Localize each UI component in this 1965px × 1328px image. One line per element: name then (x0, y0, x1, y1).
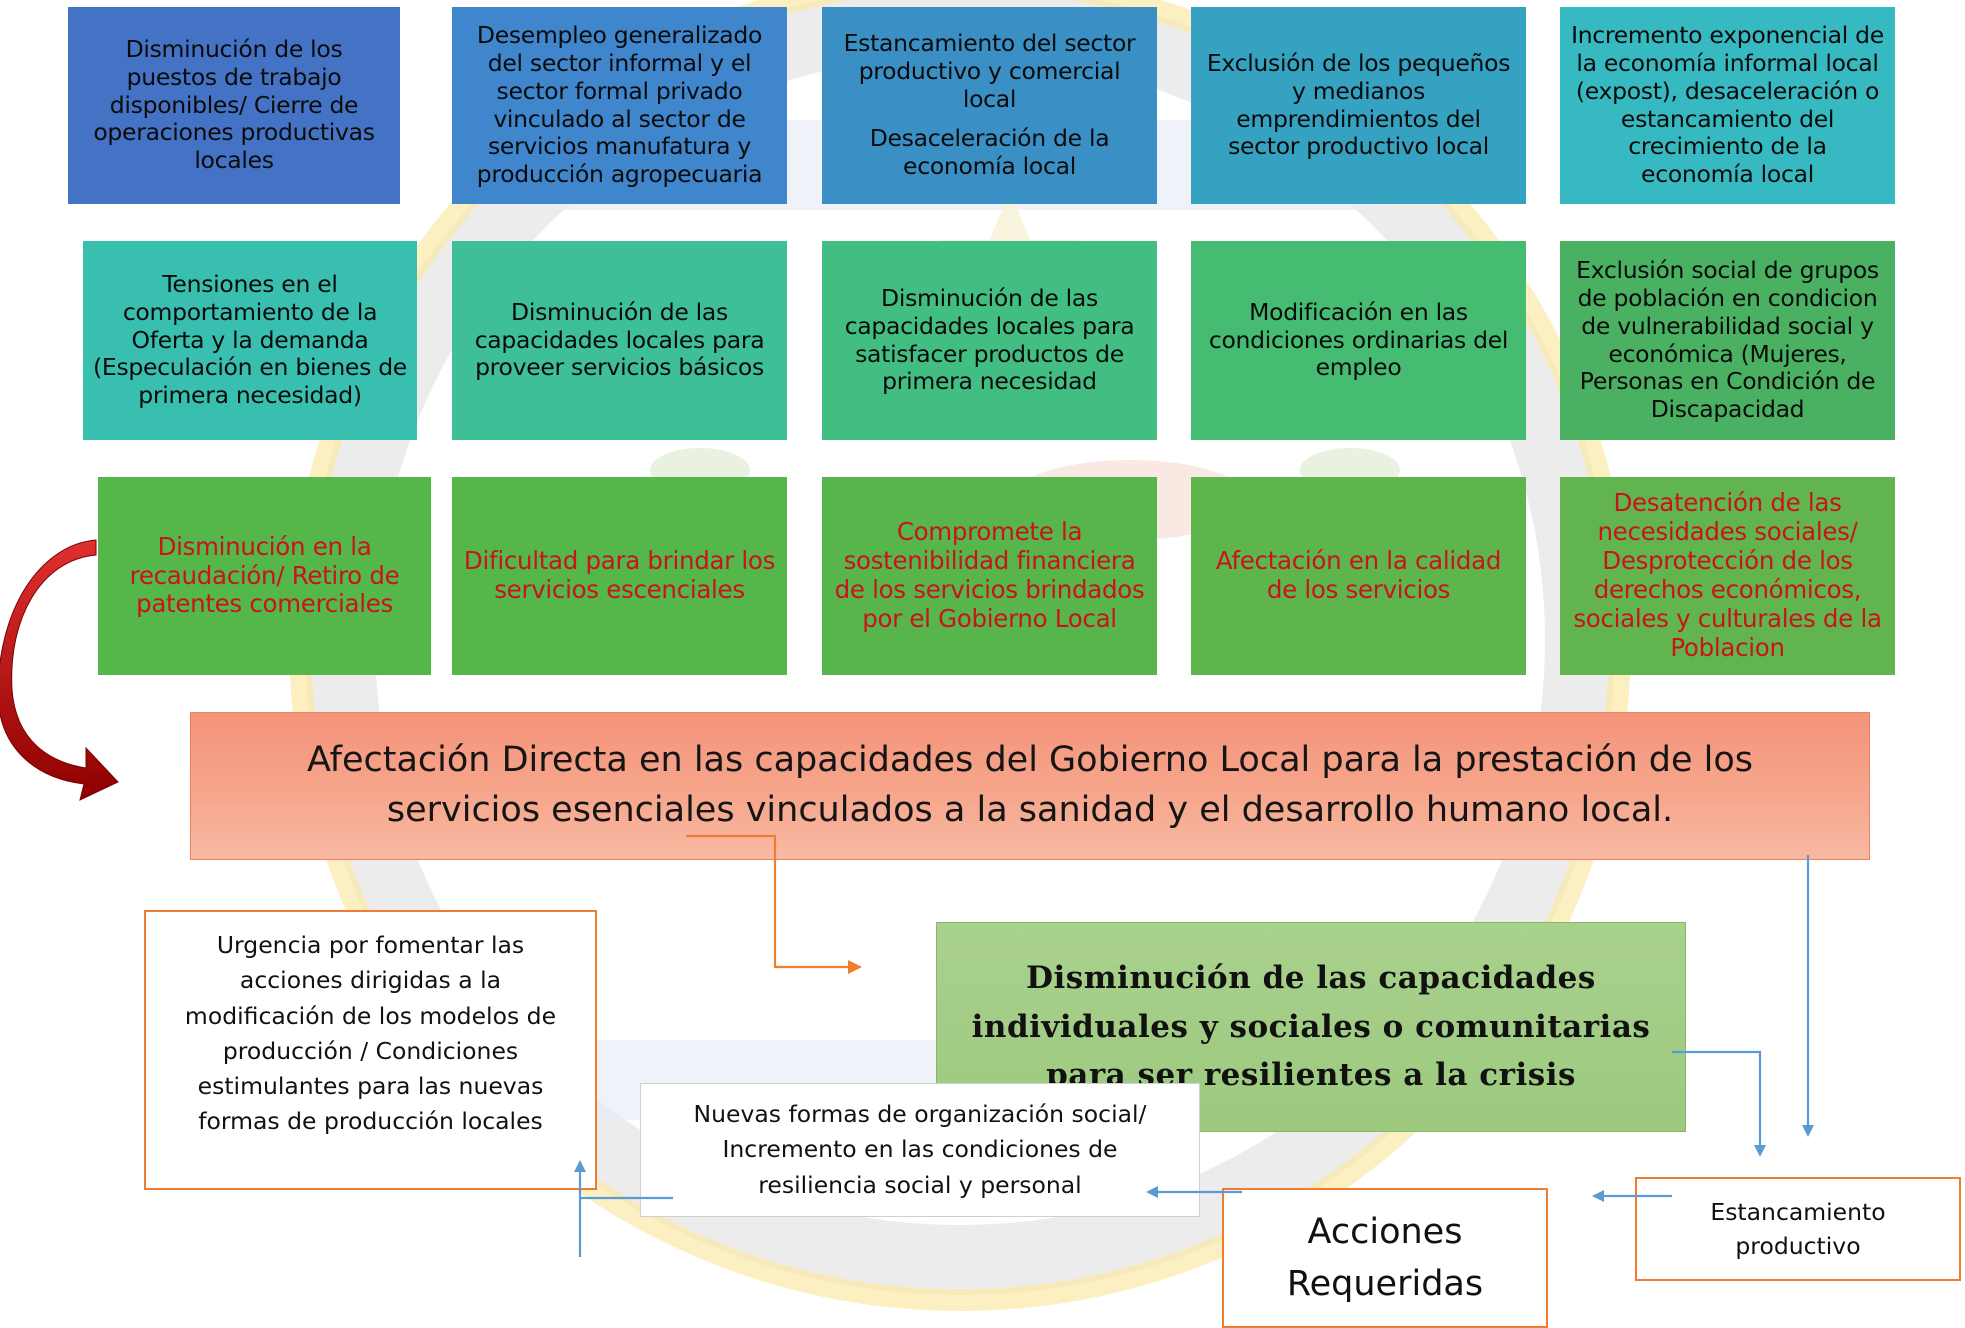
effect-text: Compromete la sostenibilidad financiera … (834, 517, 1145, 633)
effect-text: Tensiones en el comportamiento de la Ofe… (93, 270, 407, 410)
effect-box-r1c1: Disminución de los puestos de trabajo di… (68, 7, 400, 204)
effect-text: Desempleo generalizado del sector inform… (476, 21, 763, 188)
blue-arrow-resilience-right (1672, 1050, 1766, 1157)
effect-box-r3c2: Dificultad para brindar los servicios es… (452, 477, 787, 675)
urgencia-box: Urgencia por fomentar las acciones dirig… (144, 910, 597, 1190)
effect-text: Dificultad para brindar los servicios es… (463, 546, 776, 604)
acciones-text: Acciones Requeridas (1286, 1211, 1484, 1305)
effect-box-r1c2: Desempleo generalizado del sector inform… (452, 7, 787, 204)
effect-text: Estancamiento del sector productivo y co… (843, 29, 1136, 113)
acciones-requeridas-box: Acciones Requeridas (1222, 1188, 1548, 1328)
effect-box-r1c4: Exclusión de los pequeños y medianos emp… (1191, 7, 1526, 204)
effect-box-r2c5: Exclusión social de grupos de población … (1560, 241, 1895, 440)
blue-arrow-nuevas-up (580, 1162, 673, 1257)
effect-box-r1c3: Estancamiento del sector productivo y co… (822, 7, 1157, 204)
direct-impact-banner: Afectación Directa en las capacidades de… (190, 712, 1870, 860)
effect-text: Disminución en la recaudación/ Retiro de… (129, 531, 400, 619)
effect-box-r2c2: Disminución de las capacidades locales p… (452, 241, 787, 440)
effect-box-r3c5: Desatención de las necesidades sociales/… (1560, 477, 1895, 675)
effect-box-r3c3: Compromete la sostenibilidad financiera … (822, 477, 1157, 675)
effect-box-r2c3: Disminución de las capacidades locales p… (822, 241, 1157, 440)
effect-text: Disminución de las capacidades locales p… (474, 297, 765, 382)
urgencia-text: Urgencia por fomentar las acciones dirig… (184, 931, 557, 1136)
banner-text: Afectación Directa en las capacidades de… (306, 740, 1754, 830)
effect-text: Desatención de las necesidades sociales/… (1573, 488, 1882, 662)
effect-box-r2c1: Tensiones en el comportamiento de la Ofe… (83, 241, 417, 440)
nuevas-formas-box: Nuevas formas de organización social/ In… (640, 1083, 1200, 1217)
effect-text: Disminución de los puestos de trabajo di… (93, 35, 375, 175)
effect-text: Incremento exponencial de la economía in… (1571, 21, 1884, 188)
effect-box-r3c4: Afectación en la calidad de los servicio… (1191, 477, 1526, 675)
estancamiento-text: Estancamiento productivo (1710, 1197, 1886, 1260)
effect-box-r2c4: Modificación en las condiciones ordinari… (1191, 241, 1526, 440)
effect-text: Exclusión de los pequeños y medianos emp… (1206, 49, 1511, 161)
effect-box-r3c1: Disminución en la recaudación/ Retiro de… (98, 477, 431, 675)
effect-text: Modificación en las condiciones ordinari… (1208, 297, 1509, 382)
effect-text: Disminución de las capacidades locales p… (844, 284, 1135, 396)
estancamiento-box: Estancamiento productivo (1635, 1177, 1961, 1281)
effect-text: Afectación en la calidad de los servicio… (1215, 546, 1502, 604)
curved-red-arrow (0, 539, 119, 801)
orange-connector (686, 834, 862, 974)
effect-box-r1c5: Incremento exponencial de la economía in… (1560, 7, 1895, 204)
nuevas-formas-text: Nuevas formas de organización social/ In… (693, 1100, 1147, 1199)
effect-text: Exclusión social de grupos de población … (1576, 256, 1879, 423)
effect-subtext: Desaceleración de la economía local (869, 124, 1110, 181)
